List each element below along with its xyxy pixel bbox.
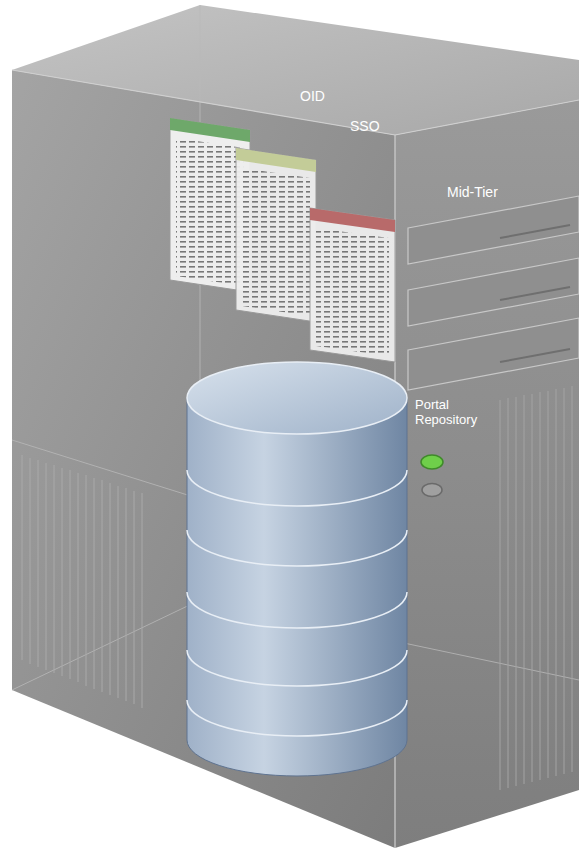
repository-label: Portal Repository	[415, 398, 493, 428]
component-label: Mid-Tier	[447, 184, 498, 200]
side-vents	[22, 455, 142, 708]
drive-bays	[408, 196, 579, 390]
sso-document	[236, 148, 316, 322]
tower-edges	[12, 70, 579, 848]
database-cylinder	[187, 362, 407, 776]
reset-button	[422, 484, 442, 497]
component-label: OID	[300, 88, 325, 104]
power-button	[421, 455, 443, 469]
bay-slots	[500, 225, 570, 362]
front-vents	[500, 386, 572, 790]
component-label: SSO	[350, 118, 380, 134]
tower-front	[395, 100, 579, 848]
mid-tier-document	[310, 208, 395, 362]
